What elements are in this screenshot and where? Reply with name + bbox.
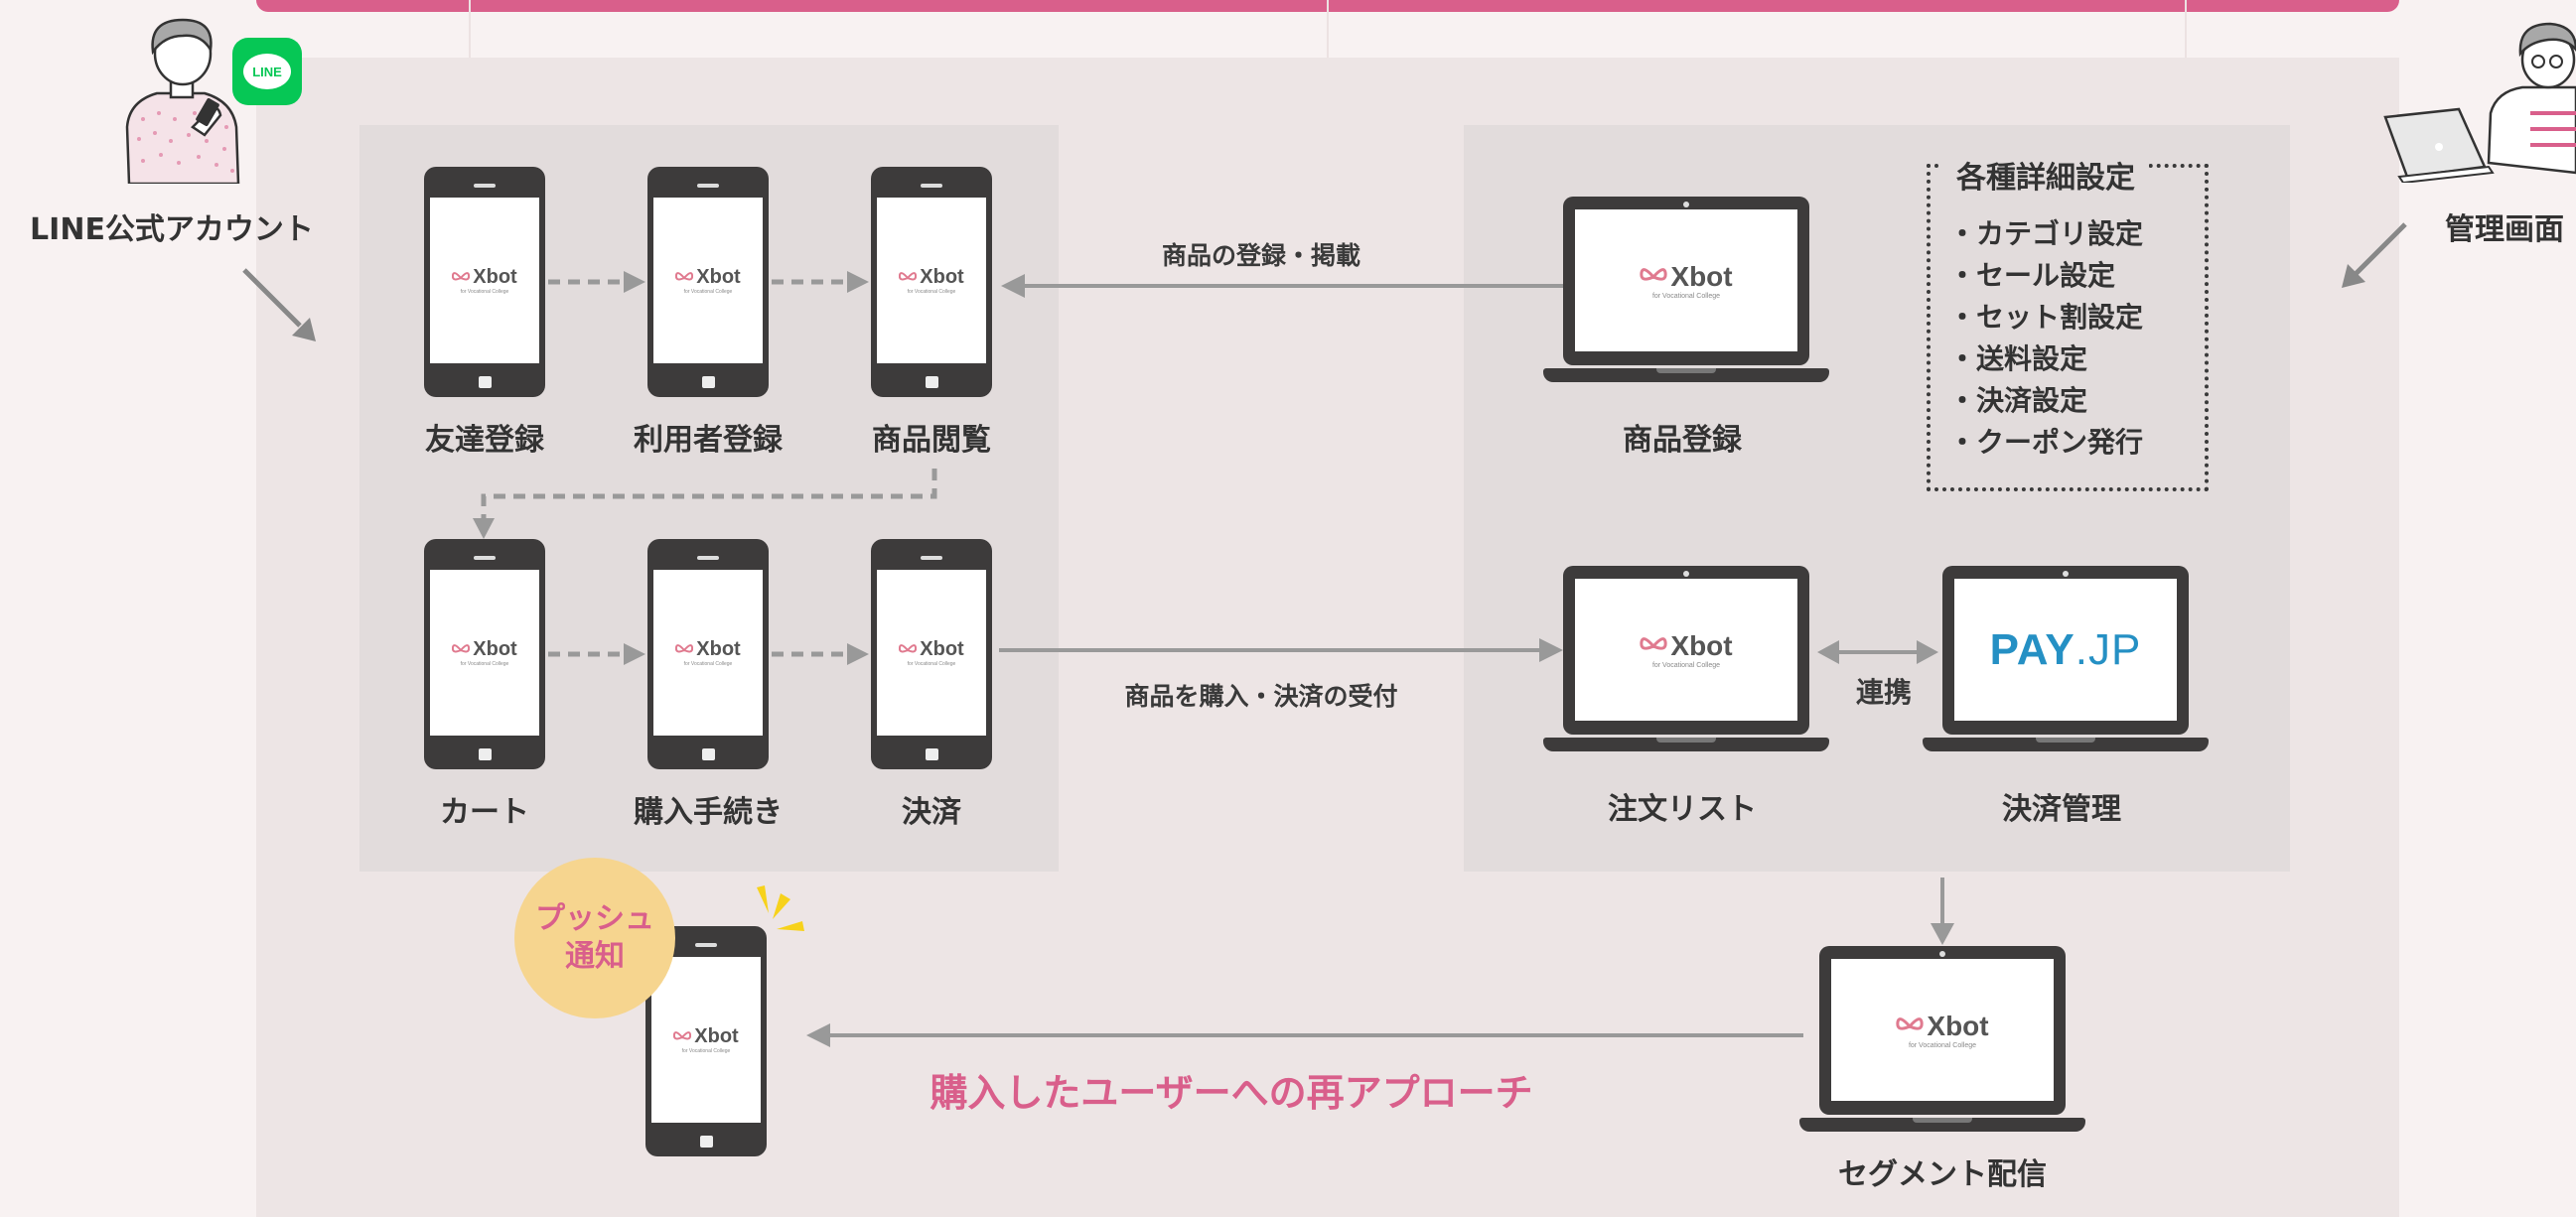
xbot-mark-icon — [1640, 637, 1668, 650]
settings-item: ・カテゴリ設定 — [1948, 217, 2144, 250]
push-label-line2: 通知 — [565, 939, 625, 974]
step-label: カート — [440, 795, 529, 830]
background-divider — [469, 0, 471, 58]
settings-item: ・クーポン発行 — [1948, 426, 2144, 459]
notification-spark-icon — [757, 885, 804, 931]
payment-management-label: 決済管理 — [2002, 792, 2121, 827]
settings-item: ・送料設定 — [1948, 342, 2088, 375]
payjp-logo: PAY.JP — [1989, 624, 2142, 674]
xbot-mark-icon — [675, 643, 694, 652]
arrow-down-left-icon — [2342, 222, 2407, 288]
line-app-badge: LINE — [232, 38, 302, 105]
xbot-mark-icon — [452, 643, 471, 652]
re-approach-label: 購入したユーザーへの再アプローチ — [930, 1071, 1533, 1115]
xbot-mark-icon — [1640, 268, 1668, 281]
line-user-illustration-icon — [125, 18, 240, 184]
step-label: 購入手続き — [634, 795, 783, 830]
product-publish-label: 商品の登録・掲載 — [1161, 241, 1361, 270]
background-divider — [1327, 0, 1329, 58]
segment-delivery-label: セグメント配信 — [1838, 1157, 2047, 1192]
admin-user-illustration-icon — [2383, 22, 2576, 183]
step-label: 決済 — [902, 795, 961, 830]
xbot-mark-icon — [452, 271, 471, 280]
arrow-down-right-icon — [242, 268, 316, 341]
order-list-label: 注文リスト — [1608, 792, 1757, 827]
xbot-mark-icon — [899, 643, 918, 652]
step-label: 友達登録 — [425, 423, 544, 458]
xbot-mark-icon — [1896, 1017, 1925, 1030]
settings-item: ・決済設定 — [1948, 384, 2088, 417]
laptop-payment-management: PAY.JP — [1923, 566, 2209, 754]
settings-title: 各種詳細設定 — [1942, 145, 2149, 204]
line-logo-icon: LINE — [243, 54, 291, 89]
line-official-account-label: LINE公式アカウント — [30, 212, 314, 247]
product-registration-label: 商品登録 — [1623, 423, 1742, 458]
xbot-mark-icon — [673, 1030, 692, 1039]
settings-box: ・カテゴリ設定 ・セール設定 ・セット割設定 ・送料設定 ・決済設定 ・クーポン… — [1927, 164, 2209, 491]
xbot-mark-icon — [899, 271, 918, 280]
step-label: 商品閲覧 — [872, 423, 991, 458]
integration-label: 連携 — [1855, 676, 1913, 709]
background-divider — [2185, 0, 2187, 58]
settings-item: ・セール設定 — [1948, 259, 2116, 292]
settings-item: ・セット割設定 — [1948, 301, 2144, 334]
push-notification-badge: プッシュ 通知 — [514, 858, 675, 1018]
step-label: 利用者登録 — [634, 423, 783, 458]
push-label-line1: プッシュ — [535, 901, 654, 936]
purchase-receive-label: 商品を購入・決済の受付 — [1124, 682, 1398, 711]
xbot-mark-icon — [675, 271, 694, 280]
admin-screen-label: 管理画面 — [2445, 212, 2564, 247]
